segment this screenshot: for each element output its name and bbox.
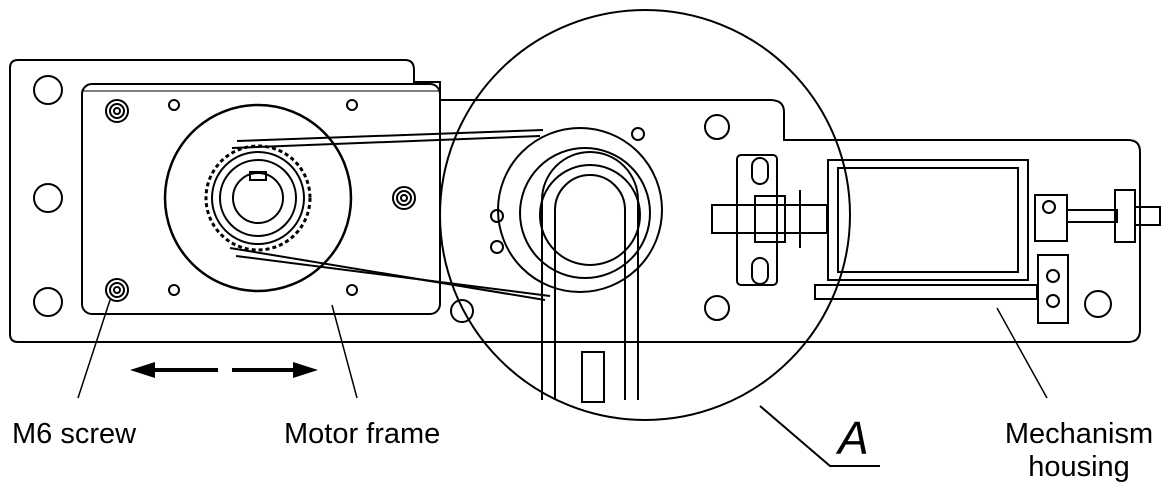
belt xyxy=(235,255,551,297)
motor-body xyxy=(163,103,353,293)
adjust-bracket xyxy=(736,154,778,286)
swing-arm xyxy=(541,151,639,400)
plate-hole xyxy=(704,114,730,140)
m6-screw-icon xyxy=(105,278,129,302)
plate-hole xyxy=(33,75,63,105)
solenoid-inner xyxy=(837,167,1019,273)
coupling xyxy=(754,195,786,243)
leader-mechanism-housing xyxy=(996,307,1048,399)
leader-m6-screw xyxy=(77,299,111,399)
base-plate xyxy=(9,59,1141,343)
belt xyxy=(236,129,544,142)
detail-circle-a xyxy=(439,9,851,421)
end-shaft xyxy=(1066,209,1118,223)
driven-pulley-inner xyxy=(519,147,651,279)
label-mechanism-housing: Mechanism housing xyxy=(990,418,1168,485)
plate-hole xyxy=(450,299,474,323)
driven-pulley-hub xyxy=(539,164,641,266)
pulley-bolt xyxy=(631,127,645,141)
pulley-gear-icon xyxy=(204,144,312,252)
leader-motor-frame xyxy=(331,304,358,399)
solenoid-body xyxy=(827,159,1029,281)
plate-hole xyxy=(33,287,63,317)
label-motor-frame: Motor frame xyxy=(284,418,441,450)
motor-frame xyxy=(81,83,441,315)
adjust-slot xyxy=(751,157,769,185)
m6-screw-icon xyxy=(105,99,129,123)
label-detail-a: A xyxy=(838,412,869,464)
pulley-bolt xyxy=(490,240,504,254)
m6-screw-icon xyxy=(392,186,416,210)
lower-bracket-hole xyxy=(1046,294,1060,308)
belt xyxy=(229,247,546,301)
detail-leader-a xyxy=(759,405,880,467)
lower-bracket-hole xyxy=(1046,269,1060,283)
solenoid-base xyxy=(814,284,1038,300)
arm-slot xyxy=(581,351,605,403)
belt xyxy=(231,135,541,149)
plate-hole xyxy=(1084,290,1112,318)
label-mechanism-housing-line1: Mechanism xyxy=(1004,418,1154,450)
frame-hole xyxy=(168,99,180,111)
shaft xyxy=(711,204,828,234)
pulley-bolt xyxy=(490,209,504,223)
label-mechanism-housing-line2: housing xyxy=(1028,451,1130,484)
end-bracket-hole xyxy=(1042,200,1056,214)
frame-hole xyxy=(168,284,180,296)
frame-hole xyxy=(346,284,358,296)
label-m6-screw: M6 screw xyxy=(12,418,137,450)
adjust-slot xyxy=(751,257,769,285)
swing-arm-inner xyxy=(554,174,626,400)
lower-bracket xyxy=(1037,254,1069,324)
end-tip xyxy=(1134,206,1161,226)
plate-hole xyxy=(704,295,730,321)
double-arrow-horizontal-icon xyxy=(130,362,318,378)
frame-hole xyxy=(346,99,358,111)
plate-hole xyxy=(33,183,63,213)
